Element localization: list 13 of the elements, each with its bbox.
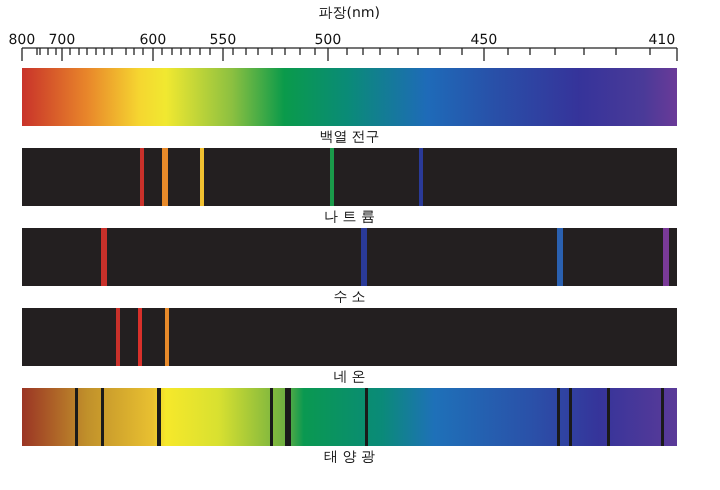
tick-label: 550	[210, 32, 236, 48]
tick-label: 700	[48, 32, 76, 48]
tick-label: 410	[648, 32, 676, 48]
spectrum-caption: 나 트 륨	[324, 208, 375, 226]
spectrum-caption: 수 소	[333, 288, 366, 306]
tick-label: 450	[470, 32, 498, 48]
tick-label: 500	[314, 32, 342, 48]
spectrum-caption: 네 온	[333, 368, 366, 386]
spectrum-caption: 태 양 광	[324, 448, 375, 466]
axis-title: 파장(nm)	[318, 4, 380, 22]
tick-label: 600	[140, 32, 166, 48]
tick-label: 800	[8, 32, 36, 48]
spectrum-caption: 백열 전구	[319, 128, 380, 146]
